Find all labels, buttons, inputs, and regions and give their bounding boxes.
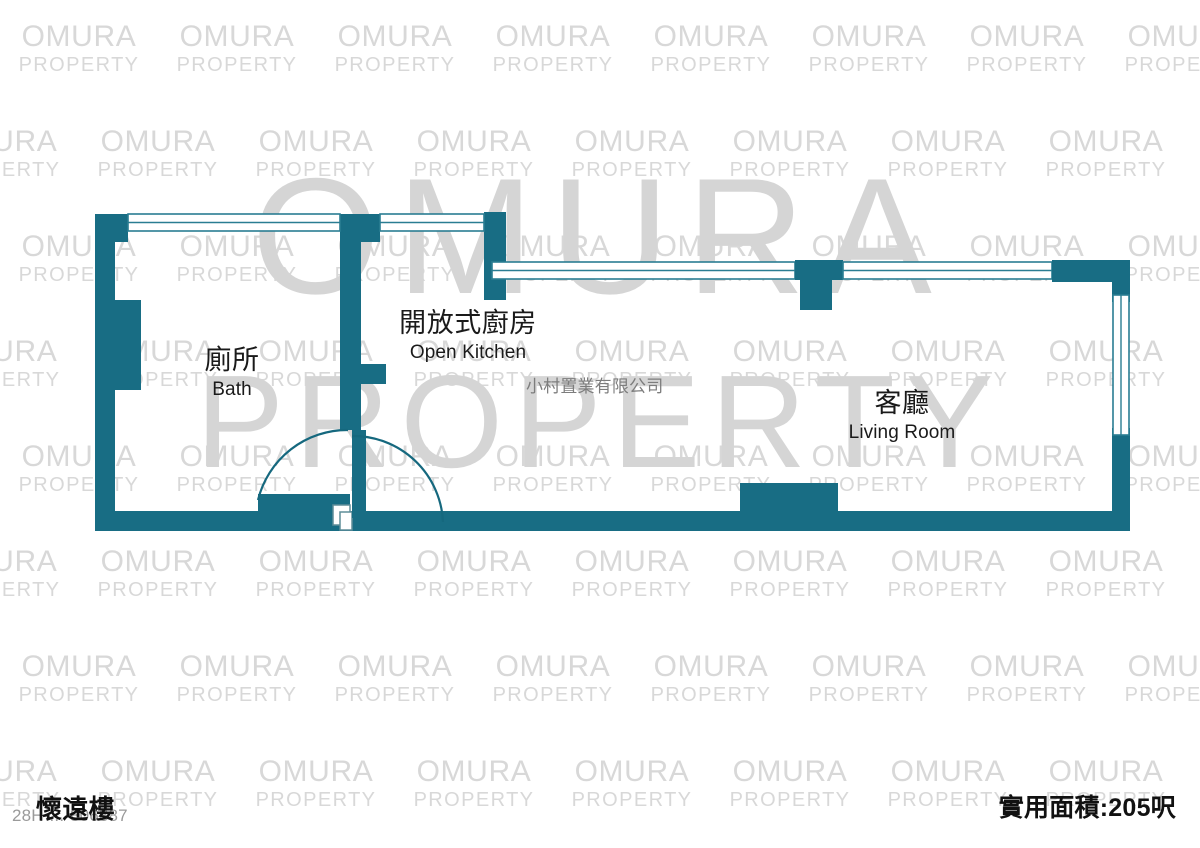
window-top-living-right (842, 261, 1053, 280)
wall-right-lower (1112, 428, 1130, 531)
room-label-bath-zh: 廁所 (204, 345, 260, 375)
window-top-left (127, 213, 341, 232)
door-swings-group (256, 428, 445, 523)
room-label-open-kitchen-en: Open Kitchen (409, 341, 527, 363)
wall-bath-kitchen-divider (340, 214, 361, 364)
wall-bath-bottom (258, 494, 350, 512)
wall-right-upper (1112, 260, 1130, 302)
room-label-open-kitchen-zh: 開放式廚房 (399, 308, 537, 338)
wall-top-right-corner (1052, 260, 1130, 282)
wall-bottom-living-protrusion (740, 483, 838, 513)
saleable-area-label: 實用面積:205呎 (998, 794, 1176, 822)
wall-left-exterior (95, 214, 115, 531)
wall-divider-jog (340, 364, 386, 384)
threshold-group (361, 494, 363, 512)
wall-left-pillar (115, 300, 141, 390)
room-label-bath-en: Bath (212, 378, 252, 400)
room-label-living-room: 客廳 Living Room (849, 388, 956, 445)
room-label-bath: 廁所 Bath (204, 345, 259, 402)
room-label-living-room-zh: 客廳 (874, 388, 930, 418)
door-arc-bath (256, 428, 349, 501)
door-jamb-bath-2 (339, 511, 353, 531)
wall-bottom-exterior (95, 511, 1130, 531)
wall-living-top-pier-drop (800, 260, 832, 310)
wall-top-left-corner-block (95, 214, 128, 242)
wall-entrance-jamb (352, 430, 366, 518)
wall-divider-lower (340, 384, 361, 430)
door-arc-entrance (351, 434, 445, 523)
company-name: 小村置業有限公司 (526, 377, 664, 396)
window-top-middle (379, 213, 485, 232)
room-label-open-kitchen: 開放式廚房 Open Kitchen (399, 308, 537, 365)
wall-top-step-pier (484, 212, 506, 300)
window-right-bay (1112, 294, 1130, 436)
window-top-living-left (491, 261, 796, 280)
building-name: 懷遠樓 (36, 794, 115, 824)
wall-kitchen-lower-return (361, 494, 363, 512)
reference-code: 28H-...-806887 (12, 806, 128, 825)
room-label-living-room-en: Living Room (848, 421, 956, 443)
